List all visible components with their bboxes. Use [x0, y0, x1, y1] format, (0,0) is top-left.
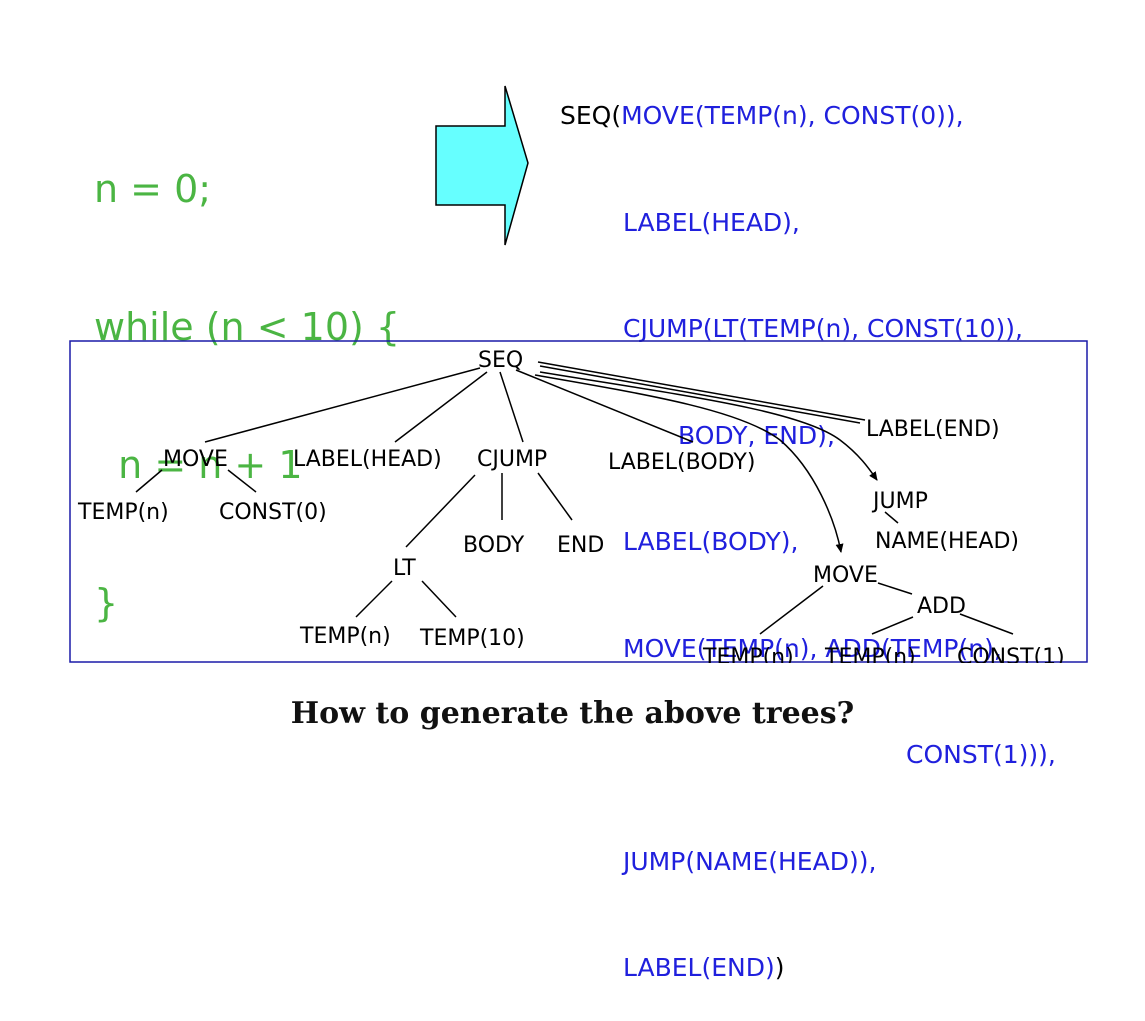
ir-line: MOVE(TEMP(n), ADD(TEMP(n),	[623, 633, 1002, 663]
ir-line: BODY, END),	[678, 420, 835, 450]
node-label-head: LABEL(HEAD)	[293, 447, 442, 472]
ir-line: LABEL(BODY),	[623, 527, 799, 556]
seq-keyword: SEQ(	[560, 101, 622, 130]
node-move: MOVE	[163, 447, 228, 472]
slide-caption: How to generate the above trees?	[290, 696, 855, 731]
source-line: }	[94, 581, 119, 625]
node-label-body: LABEL(BODY)	[608, 450, 755, 475]
source-line: n = n + 1	[94, 443, 303, 487]
node-move: MOVE	[813, 563, 878, 588]
node-lt: LT	[393, 556, 416, 581]
node-jump: JUMP	[871, 489, 928, 514]
node-const-0: CONST(0)	[219, 500, 327, 525]
node-label-end: LABEL(END)	[866, 417, 1000, 442]
node-end: END	[557, 533, 604, 558]
node-seq: SEQ	[478, 348, 523, 373]
node-temp-10: TEMP(10)	[419, 626, 525, 651]
tree-nodes: SEQ LABEL(END) MOVE LABEL(HEAD) CJUMP LA…	[77, 348, 1065, 670]
node-temp-n: TEMP(n)	[299, 624, 391, 649]
node-add: ADD	[917, 594, 966, 619]
source-line: n = 0;	[94, 167, 212, 211]
closing-paren: )	[774, 953, 785, 982]
tree-frame	[69, 340, 1088, 663]
node-cjump: CJUMP	[477, 447, 547, 472]
ir-line: CJUMP(LT(TEMP(n), CONST(10)),	[623, 314, 1023, 343]
ir-line: CONST(1))),	[906, 740, 1056, 769]
transform-arrow-icon	[435, 85, 529, 246]
node-name-head: NAME(HEAD)	[875, 529, 1019, 554]
ir-line: SEQ(MOVE(TEMP(n), CONST(0)),	[560, 98, 1056, 134]
ir-line: JUMP(NAME(HEAD)),	[623, 846, 877, 876]
node-body: BODY	[463, 533, 525, 558]
ir-line-text: LABEL(END)	[623, 953, 775, 982]
tree-edges	[135, 361, 1014, 635]
ir-line: LABEL(HEAD),	[623, 207, 800, 237]
node-temp-n: TEMP(n)	[77, 500, 169, 525]
tree-diagram: SEQ LABEL(END) MOVE LABEL(HEAD) CJUMP LA…	[69, 85, 1088, 670]
ir-line-text: MOVE(TEMP(n), CONST(0)),	[621, 101, 964, 130]
ir-line: LABEL(END))	[560, 950, 1056, 986]
